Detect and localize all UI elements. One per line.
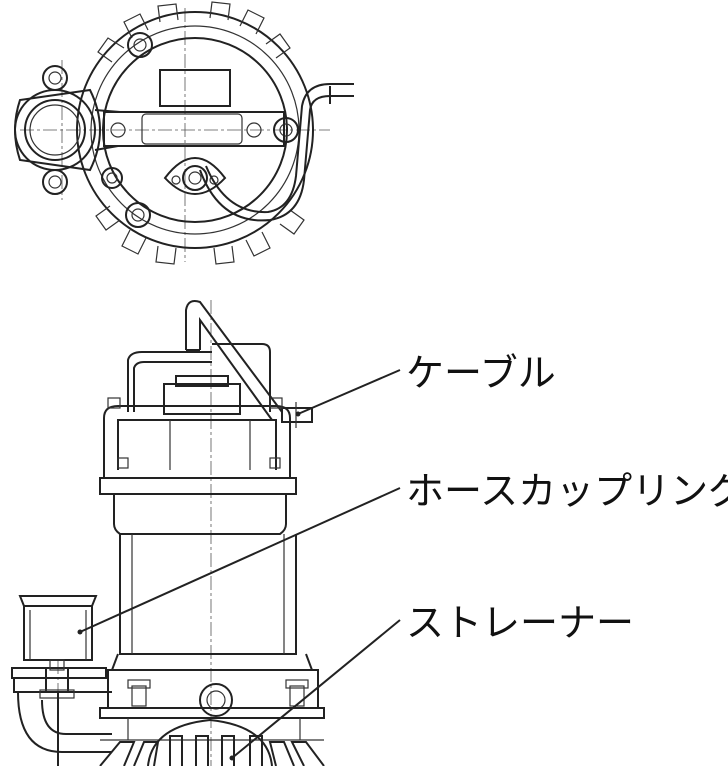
strainer-label: ストレーナー [406,601,634,645]
cable-leader-dot [295,411,301,417]
cable-label: ケーブル [406,351,556,395]
pump-top-view [14,1,354,265]
hose-coupling-label: ホースカップリング [406,469,728,513]
pump-side-view [11,300,325,766]
strainer-leader-line [231,619,401,759]
strainer-leader-dot [229,755,235,761]
hose-coupling-leader-line [79,487,401,633]
hose-coupling-leader-dot [77,629,83,635]
cable-leader-line [297,369,401,415]
